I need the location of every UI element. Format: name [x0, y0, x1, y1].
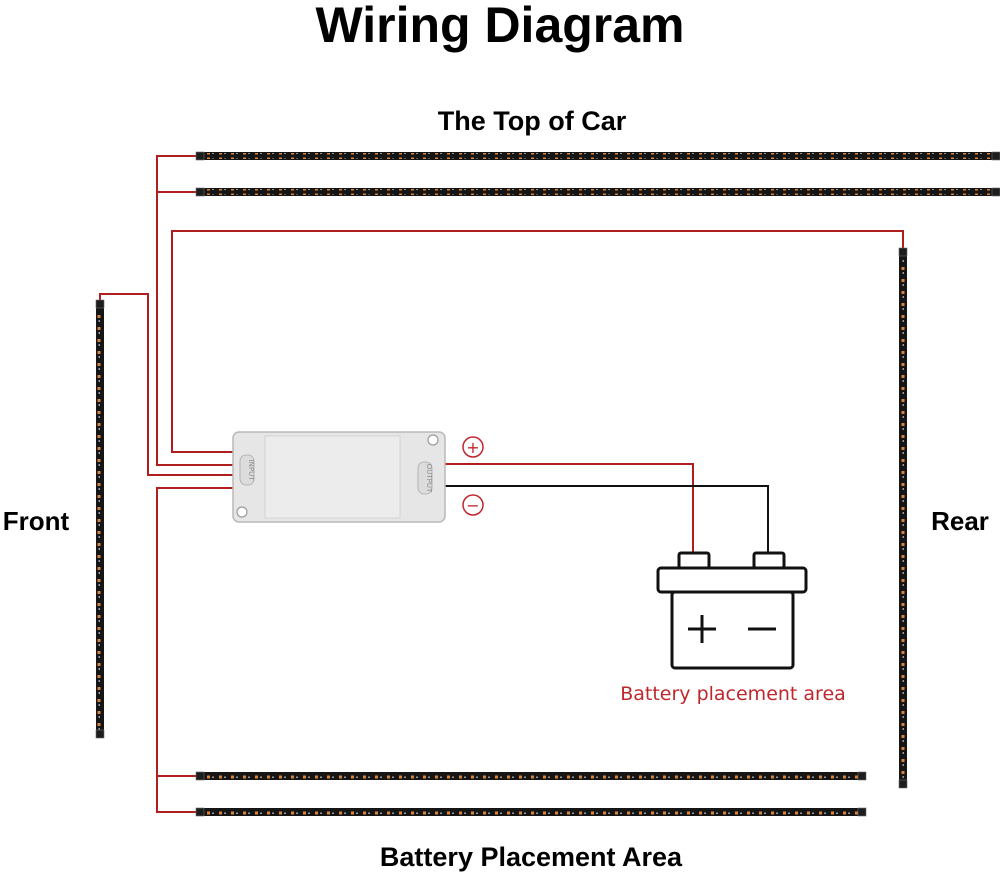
- negative-terminal-symbol: −: [466, 496, 479, 515]
- negative-battery-wire: [440, 485, 769, 553]
- minus-circle-icon: −: [462, 494, 484, 516]
- led-strip-top-2: [195, 187, 1000, 197]
- led-strip-front: [95, 299, 105, 739]
- led-strip-top-1: [195, 151, 1000, 161]
- led-strip-bottom-2: [195, 807, 867, 817]
- plus-circle-icon: +: [462, 436, 484, 458]
- positive-terminal-symbol: +: [466, 438, 479, 457]
- front-label: Front: [3, 506, 70, 536]
- positive-battery-wire: [440, 463, 694, 553]
- top-of-car-label: The Top of Car: [438, 106, 627, 136]
- battery-icon: [656, 551, 808, 670]
- controller-output-label: OUTPUT: [425, 464, 433, 493]
- battery-placement-area-heading: Battery Placement Area: [380, 842, 683, 872]
- led-strip-rear: [898, 247, 908, 789]
- controller-box: INPUT OUTPUT: [232, 431, 446, 523]
- controller-input-label: INPUT: [247, 460, 255, 482]
- battery-area-label: Battery placement area: [620, 683, 846, 705]
- positive-wires: [99, 155, 904, 813]
- rear-label: Rear: [931, 506, 989, 536]
- led-strip-bottom-1: [195, 771, 867, 781]
- diagram-title: Wiring Diagram: [315, 0, 684, 53]
